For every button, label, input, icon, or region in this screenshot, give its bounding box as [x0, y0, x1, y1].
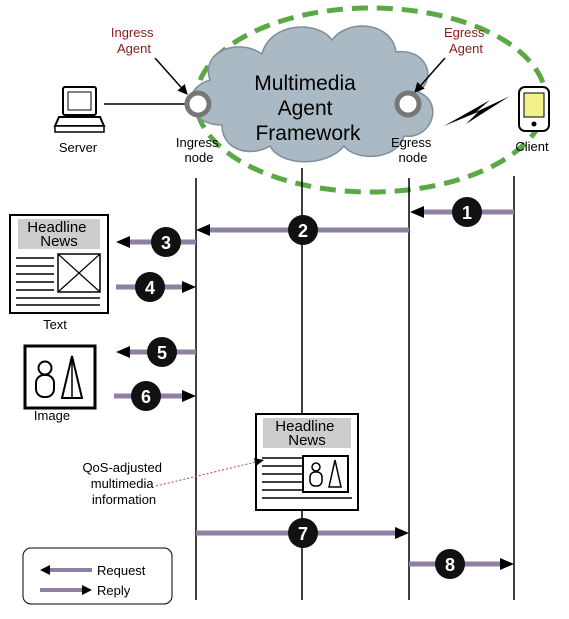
client-label: Client [515, 139, 549, 154]
tailored-document-icon: Headline News [255, 413, 359, 511]
qos-pointer-head [254, 458, 264, 466]
svg-text:8: 8 [445, 555, 455, 575]
egress-agent-label: Egress Agent [444, 25, 488, 56]
svg-text:7: 7 [298, 524, 308, 544]
svg-text:4: 4 [145, 278, 155, 298]
framework-label: Multimedia Agent Framework [254, 72, 361, 145]
svg-text:Headline News: Headline News [275, 418, 338, 449]
text-label: Text [43, 317, 67, 332]
egress-agent-pointer [414, 57, 446, 93]
egress-node-label: Egress node [391, 135, 435, 165]
svg-text:Headline News: Headline News [27, 219, 90, 250]
egress-node-icon [394, 90, 422, 118]
step-5-badge: 5 [147, 337, 177, 367]
framework-cloud [189, 25, 434, 163]
step-3-badge: 3 [151, 227, 181, 257]
svg-text:3: 3 [161, 233, 171, 253]
image-label: Image [34, 408, 70, 423]
client-device-icon [518, 86, 550, 132]
step-6-badge: 6 [131, 381, 161, 411]
step-1-badge: 1 [452, 197, 482, 227]
qos-pointer [155, 459, 265, 487]
image-icon [23, 344, 97, 410]
legend: Request Reply [22, 547, 173, 605]
svg-text:2: 2 [298, 221, 308, 241]
step-2-badge: 2 [288, 215, 318, 245]
qos-label: QoS-adjusted multimedia information [82, 460, 165, 507]
step-8-badge: 8 [435, 549, 465, 579]
ingress-node-icon [184, 90, 212, 118]
legend-request-arrow [40, 565, 92, 575]
step-4-badge: 4 [135, 272, 165, 302]
legend-reply-label: Reply [97, 583, 131, 598]
ingress-agent-pointer [154, 57, 188, 95]
server-label: Server [59, 140, 98, 155]
document-icon: Headline News [9, 214, 109, 314]
step-7-badge: 7 [288, 518, 318, 548]
ingress-agent-label: Ingress Agent [111, 25, 157, 56]
legend-reply-arrow [40, 585, 92, 595]
svg-text:6: 6 [141, 387, 151, 407]
legend-request-label: Request [97, 563, 146, 578]
ingress-node-label: Ingress node [176, 135, 222, 165]
server-icon [53, 86, 106, 133]
wireless-link-icon [444, 96, 510, 126]
svg-text:5: 5 [157, 343, 167, 363]
svg-text:1: 1 [462, 203, 472, 223]
